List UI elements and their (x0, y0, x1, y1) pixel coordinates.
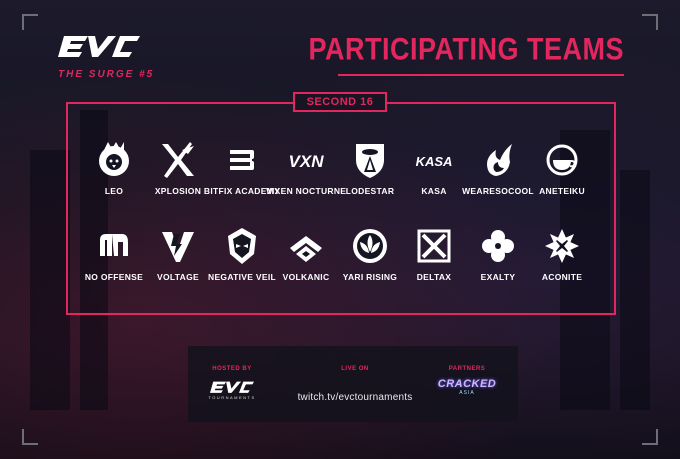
volkanic-v-icon (290, 236, 322, 262)
aconite-flower-icon (545, 229, 579, 263)
evc-host-logo (210, 381, 254, 393)
team-name: VIXEN NOCTURNE (266, 186, 347, 196)
team-voltage: VOLTAGE (138, 226, 218, 282)
frame-corner (642, 429, 658, 445)
team-volkanic: VOLKANIC (266, 226, 346, 282)
page-title: PARTICIPATING TEAMS (308, 32, 624, 67)
veiled-mask-icon (228, 228, 256, 264)
team-name: DELTAX (416, 272, 452, 282)
live-on: LIVE ON twitch.tv/evctournaments (270, 346, 440, 403)
background-building (620, 170, 650, 410)
team-wearesocool: WEARESOCOOL (458, 140, 538, 196)
title-underline (338, 74, 624, 76)
background-building (560, 130, 610, 410)
bitfix-b-icon (230, 150, 254, 170)
team-name: BITFIX ACADEMY (203, 186, 281, 196)
teacup-icon (546, 144, 578, 176)
vxn-icon: VXN (289, 152, 325, 171)
footer-panel: HOSTED BY TOURNAMENTS LIVE ON twitch.tv/… (188, 346, 518, 422)
team-name: NO OFFENSE (84, 272, 144, 282)
no-offense-m-icon (100, 234, 128, 256)
team-exalty: EXALTY (458, 226, 538, 282)
frame-corner (22, 429, 38, 445)
hosted-by: HOSTED BY TOURNAMENTS (196, 346, 268, 400)
flame-icon (487, 144, 512, 176)
hosted-by-label: HOSTED BY (212, 366, 252, 372)
background-building (30, 150, 70, 410)
frame-corner (22, 14, 38, 30)
deltax-box-icon (417, 229, 451, 263)
team-xplosion: XPLOSION (138, 140, 218, 196)
svg-text:VXN: VXN (289, 152, 325, 171)
team-aconite: ACONITE (522, 226, 602, 282)
lodestar-shield-icon (356, 144, 384, 178)
voltage-v-icon (162, 232, 194, 262)
section-label: SECOND 16 (293, 92, 387, 112)
team-kasa: KASA KASA (394, 140, 474, 196)
team-name: ACONITE (541, 272, 583, 282)
twitch-link[interactable]: twitch.tv/evctournaments (297, 392, 413, 403)
team-vixen-nocturne: VXN VIXEN NOCTURNE (266, 140, 346, 196)
team-yari-rising: YARI RISING (330, 226, 410, 282)
team-bitfix-academy: BITFIX ACADEMY (202, 140, 282, 196)
team-lodestar: LODESTAR (330, 140, 410, 196)
team-name: LEO (104, 186, 124, 196)
partner-logo-sub: ASIA (459, 390, 475, 396)
team-negative-veil: NEGATIVE VEIL (202, 226, 282, 282)
live-on-label: LIVE ON (341, 366, 369, 372)
team-leo: LEO (74, 140, 154, 196)
lion-icon (99, 142, 129, 176)
team-name: XPLOSION (154, 186, 202, 196)
team-name: NEGATIVE VEIL (208, 272, 276, 282)
team-no-offense: NO OFFENSE (74, 226, 154, 282)
team-name: YARI RISING (342, 272, 398, 282)
team-name: ANETEIKU (539, 186, 585, 196)
xplosion-x-icon (162, 142, 194, 178)
team-name: VOLTAGE (157, 272, 199, 282)
lotus-circle-icon (353, 229, 387, 263)
team-aneteiku: ANETEIKU (522, 140, 602, 196)
team-name: LODESTAR (345, 186, 395, 196)
clover-icon (482, 230, 514, 262)
partners-label: PARTNERS (448, 366, 486, 372)
event-subtitle: THE SURGE #5 (58, 69, 155, 80)
teams-frame (66, 102, 616, 315)
team-deltax: DELTAX (394, 226, 474, 282)
cracked-asia-logo: CRACKED ASIA (422, 378, 512, 396)
host-logo-sub: TOURNAMENTS (208, 395, 256, 400)
evc-logo (58, 36, 140, 57)
brand: THE SURGE #5 (58, 34, 154, 80)
kasa-wordmark-icon: KASA (416, 154, 453, 169)
partners: PARTNERS CRACKED ASIA (422, 346, 512, 396)
partner-logo-text: CRACKED (437, 378, 497, 390)
team-name: EXALTY (480, 272, 516, 282)
team-name: WEARESOCOOL (462, 186, 534, 196)
frame-corner (642, 14, 658, 30)
svg-text:KASA: KASA (416, 154, 453, 169)
team-name: KASA (421, 186, 447, 196)
team-name: VOLKANIC (282, 272, 330, 282)
